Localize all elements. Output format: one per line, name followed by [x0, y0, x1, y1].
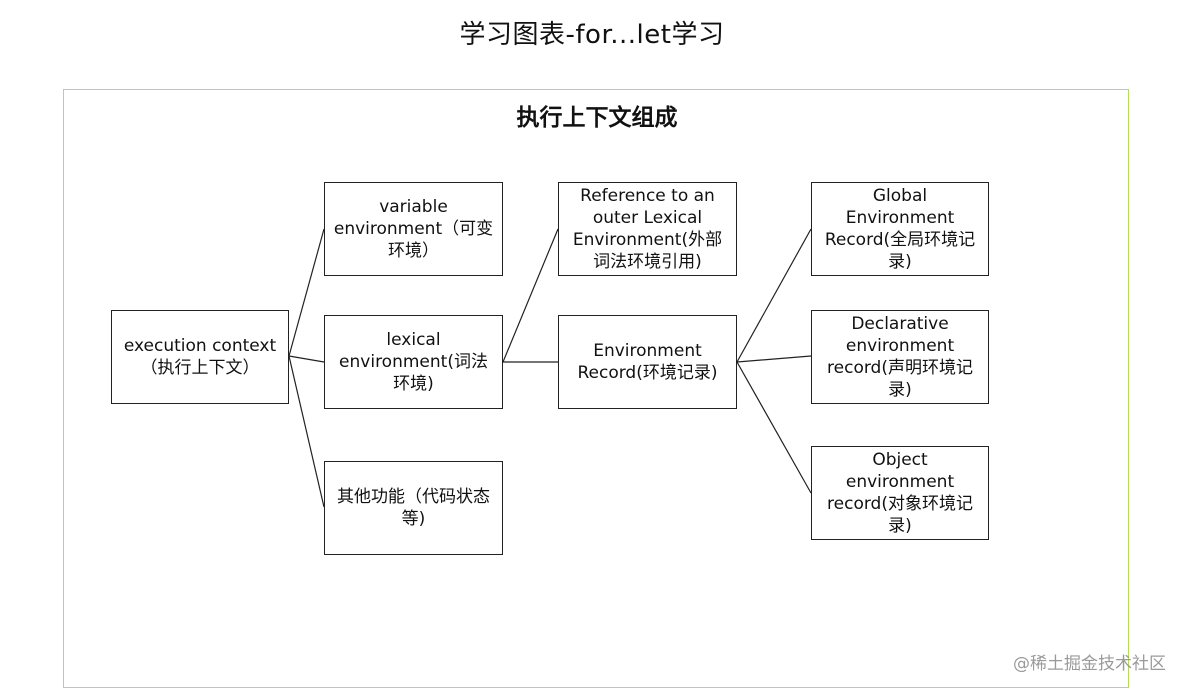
connector-lexical-to-outer-reference [502, 228, 559, 363]
watermark: @稀土掘金技术社区 [1013, 654, 1166, 674]
node-outer-reference: Reference to an outer Lexical Environmen… [558, 182, 737, 276]
node-object-record: Object environment record(对象环境记录) [811, 446, 989, 540]
node-execution-context: execution context（执行上下文） [111, 310, 289, 404]
connector-context-to-other [288, 355, 325, 508]
connector-context-to-variable [288, 228, 325, 357]
node-lexical-environment: lexical environment(词法环境) [324, 315, 503, 409]
diagram-frame [63, 89, 1129, 688]
connector-record-to-object [736, 361, 812, 494]
connector-record-to-declarative [736, 355, 812, 363]
diagram-title: 执行上下文组成 [516, 105, 678, 131]
connector-record-to-global [736, 228, 812, 363]
node-variable-environment: variable environment（可变环境） [324, 182, 503, 276]
node-declarative-record: Declarative environment record(声明环境记录) [811, 310, 989, 404]
node-environment-record: Environment Record(环境记录) [558, 315, 737, 409]
page-title: 学习图表-for...let学习 [459, 20, 725, 50]
node-global-record: Global Environment Record(全局环境记录) [811, 182, 989, 276]
node-other-functions: 其他功能（代码状态等) [324, 461, 503, 555]
connector-context-to-lexical [288, 355, 325, 363]
